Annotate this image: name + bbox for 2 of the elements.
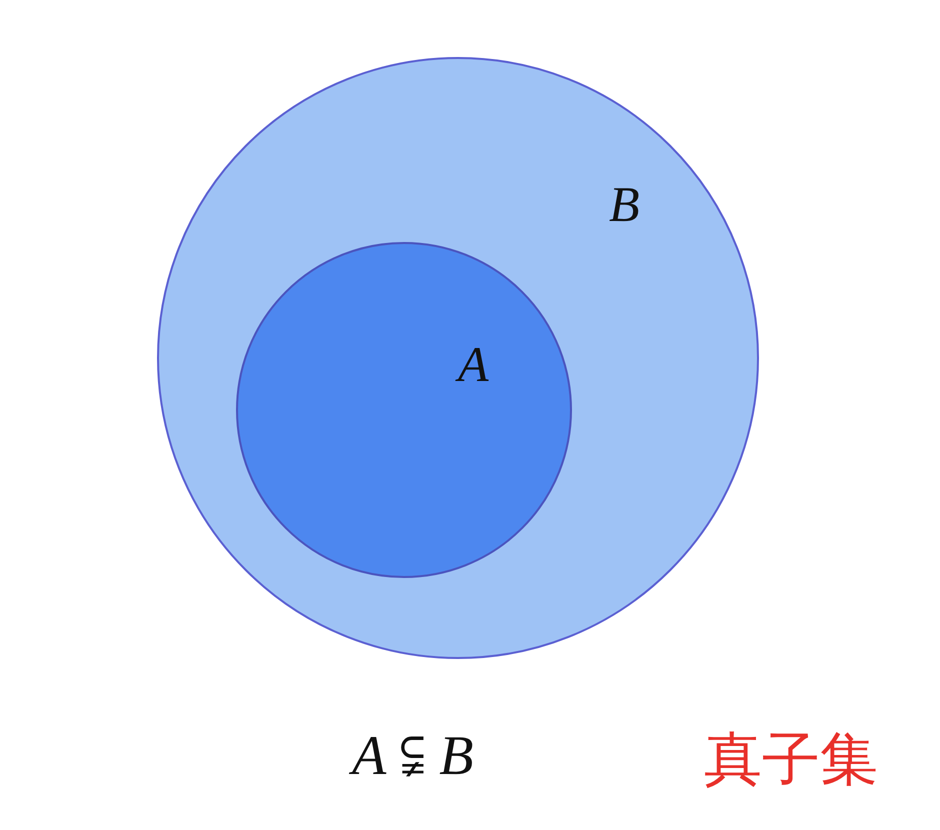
set-label: B — [609, 179, 640, 229]
relation-label: 真子集 — [704, 730, 878, 788]
